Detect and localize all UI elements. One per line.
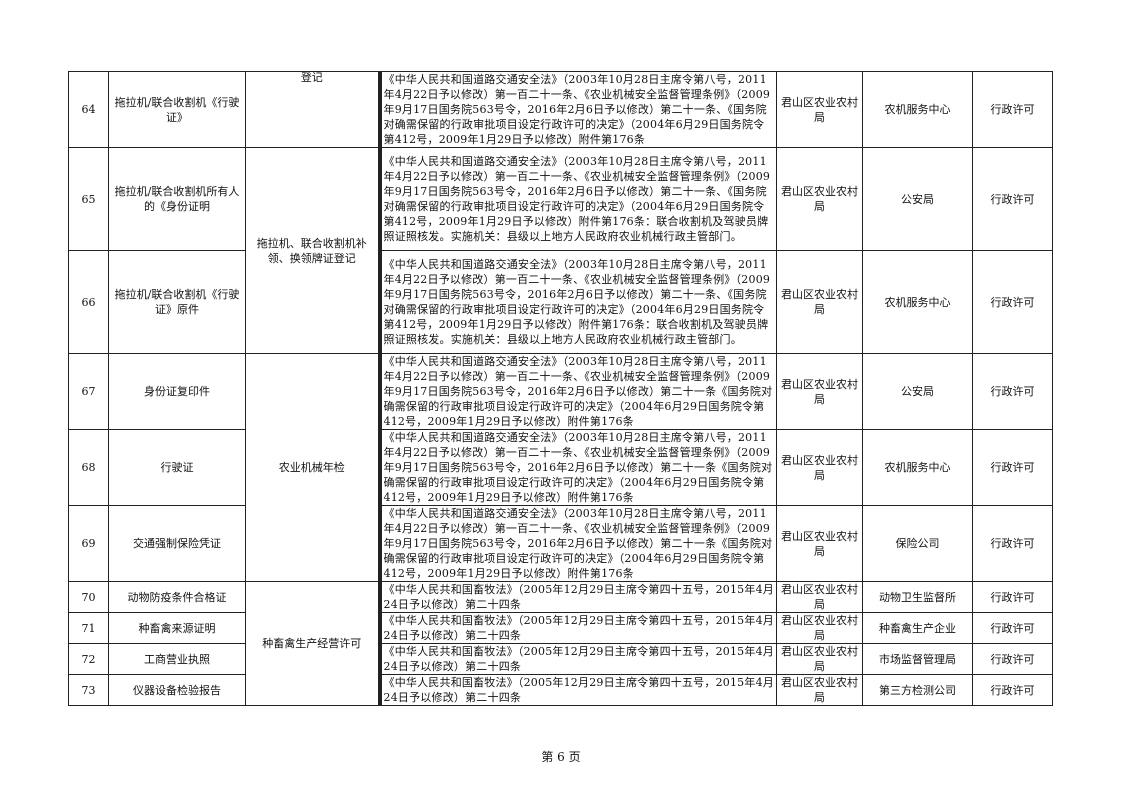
source-unit: 动物卫生监督所 xyxy=(862,581,973,613)
source-unit: 农机服务中心 xyxy=(862,429,973,506)
matter-type: 行政许可 xyxy=(972,250,1053,354)
legal-basis: 《中华人民共和国畜牧法》（2005年12月29日主席令第四十五号，2015年4月… xyxy=(377,674,777,706)
row-number: 68 xyxy=(68,429,109,506)
material-name: 动物防疫条件合格证 xyxy=(108,581,246,613)
table-row: 71 种畜禽来源证明 《中华人民共和国畜牧法》（2005年12月29日主席令第四… xyxy=(68,612,1053,644)
issuing-dept: 君山区农业农村局 xyxy=(776,429,863,506)
row-number: 65 xyxy=(68,147,109,251)
issuing-dept: 君山区农业农村局 xyxy=(776,147,863,251)
issuing-dept: 君山区农业农村局 xyxy=(776,353,863,430)
page-number: 第 6 页 xyxy=(541,750,581,764)
table-row: 66 拖拉机/联合收割机《行驶证》原件 《中华人民共和国道路交通安全法》（200… xyxy=(68,250,1053,354)
material-name: 行驶证 xyxy=(108,429,246,506)
material-name: 身份证复印件 xyxy=(108,353,246,430)
issuing-dept: 君山区农业农村局 xyxy=(776,505,863,582)
table-row: 72 工商营业执照 《中华人民共和国畜牧法》（2005年12月29日主席令第四十… xyxy=(68,643,1053,675)
row-number: 66 xyxy=(68,250,109,354)
source-unit: 公安局 xyxy=(862,353,973,430)
row-number: 71 xyxy=(68,612,109,644)
item-name: 农业机械年检 xyxy=(245,353,380,582)
row-number: 67 xyxy=(68,353,109,430)
material-name: 拖拉机/联合收割机《行驶证》 xyxy=(108,71,246,148)
row-number: 72 xyxy=(68,643,109,675)
table-row: 64 拖拉机/联合收割机《行驶证》 登记 《中华人民共和国道路交通安全法》（20… xyxy=(68,71,1053,148)
source-unit: 农机服务中心 xyxy=(862,71,973,148)
issuing-dept: 君山区农业农村局 xyxy=(776,643,863,675)
matter-type: 行政许可 xyxy=(972,581,1053,613)
matter-type: 行政许可 xyxy=(972,505,1053,582)
matter-type: 行政许可 xyxy=(972,353,1053,430)
table-row: 70 动物防疫条件合格证 种畜禽生产经营许可 《中华人民共和国畜牧法》（2005… xyxy=(68,581,1053,706)
legal-basis: 《中华人民共和国道路交通安全法》（2003年10月28日主席令第八号，2011年… xyxy=(377,353,777,430)
table-row: 73 仪器设备检验报告 《中华人民共和国畜牧法》（2005年12月29日主席令第… xyxy=(68,674,1053,706)
row-number: 73 xyxy=(68,674,109,706)
materials-table: 64 拖拉机/联合收割机《行驶证》 登记 《中华人民共和国道路交通安全法》（20… xyxy=(68,71,1053,706)
legal-basis: 《中华人民共和国道路交通安全法》（2003年10月28日主席令第八号，2011年… xyxy=(377,429,777,506)
legal-basis: 《中华人民共和国道路交通安全法》（2003年10月28日主席令第八号，2011年… xyxy=(377,250,777,354)
matter-type: 行政许可 xyxy=(972,71,1053,148)
table-row: 67 身份证复印件 农业机械年检 《中华人民共和国道路交通安全法》（2003年1… xyxy=(68,353,1053,582)
item-name: 种畜禽生产经营许可 xyxy=(245,581,380,706)
issuing-dept: 君山区农业农村局 xyxy=(776,674,863,706)
table-row: 69 交通强制保险凭证 《中华人民共和国道路交通安全法》（2003年10月28日… xyxy=(68,505,1053,582)
row-number: 64 xyxy=(68,71,109,148)
legal-basis: 《中华人民共和国畜牧法》（2005年12月29日主席令第四十五号，2015年4月… xyxy=(377,643,777,675)
material-name: 工商营业执照 xyxy=(108,643,246,675)
material-name: 仪器设备检验报告 xyxy=(108,674,246,706)
item-name: 拖拉机、联合收割机补领、换领牌证登记 xyxy=(245,147,380,354)
item-name-text: 登记 xyxy=(300,71,323,85)
row-number: 69 xyxy=(68,505,109,582)
item-name: 登记 xyxy=(245,71,380,148)
table-row: 68 行驶证 《中华人民共和国道路交通安全法》（2003年10月28日主席令第八… xyxy=(68,429,1053,506)
legal-basis: 《中华人民共和国畜牧法》（2005年12月29日主席令第四十五号，2015年4月… xyxy=(377,612,777,644)
table-row: 65 拖拉机/联合收割机所有人的《身份证明 拖拉机、联合收割机补领、换领牌证登记… xyxy=(68,147,1053,354)
matter-type: 行政许可 xyxy=(972,612,1053,644)
legal-basis: 《中华人民共和国畜牧法》（2005年12月29日主席令第四十五号，2015年4月… xyxy=(377,581,777,613)
material-name: 种畜禽来源证明 xyxy=(108,612,246,644)
matter-type: 行政许可 xyxy=(972,674,1053,706)
source-unit: 公安局 xyxy=(862,147,973,251)
matter-type: 行政许可 xyxy=(972,429,1053,506)
material-name: 交通强制保险凭证 xyxy=(108,505,246,582)
row-number: 70 xyxy=(68,581,109,613)
issuing-dept: 君山区农业农村局 xyxy=(776,612,863,644)
legal-basis: 《中华人民共和国道路交通安全法》（2003年10月28日主席令第八号，2011年… xyxy=(377,505,777,582)
source-unit: 市场监督管理局 xyxy=(862,643,973,675)
legal-basis: 《中华人民共和国道路交通安全法》（2003年10月28日主席令第八号，2011年… xyxy=(377,147,777,251)
source-unit: 保险公司 xyxy=(862,505,973,582)
source-unit: 第三方检测公司 xyxy=(862,674,973,706)
material-name: 拖拉机/联合收割机所有人的《身份证明 xyxy=(108,147,246,251)
issuing-dept: 君山区农业农村局 xyxy=(776,250,863,354)
material-name: 拖拉机/联合收割机《行驶证》原件 xyxy=(108,250,246,354)
legal-basis: 《中华人民共和国道路交通安全法》（2003年10月28日主席令第八号，2011年… xyxy=(377,71,777,148)
matter-type: 行政许可 xyxy=(972,643,1053,675)
source-unit: 农机服务中心 xyxy=(862,250,973,354)
issuing-dept: 君山区农业农村局 xyxy=(776,581,863,613)
source-unit: 种畜禽生产企业 xyxy=(862,612,973,644)
matter-type: 行政许可 xyxy=(972,147,1053,251)
issuing-dept: 君山区农业农村局 xyxy=(776,71,863,148)
